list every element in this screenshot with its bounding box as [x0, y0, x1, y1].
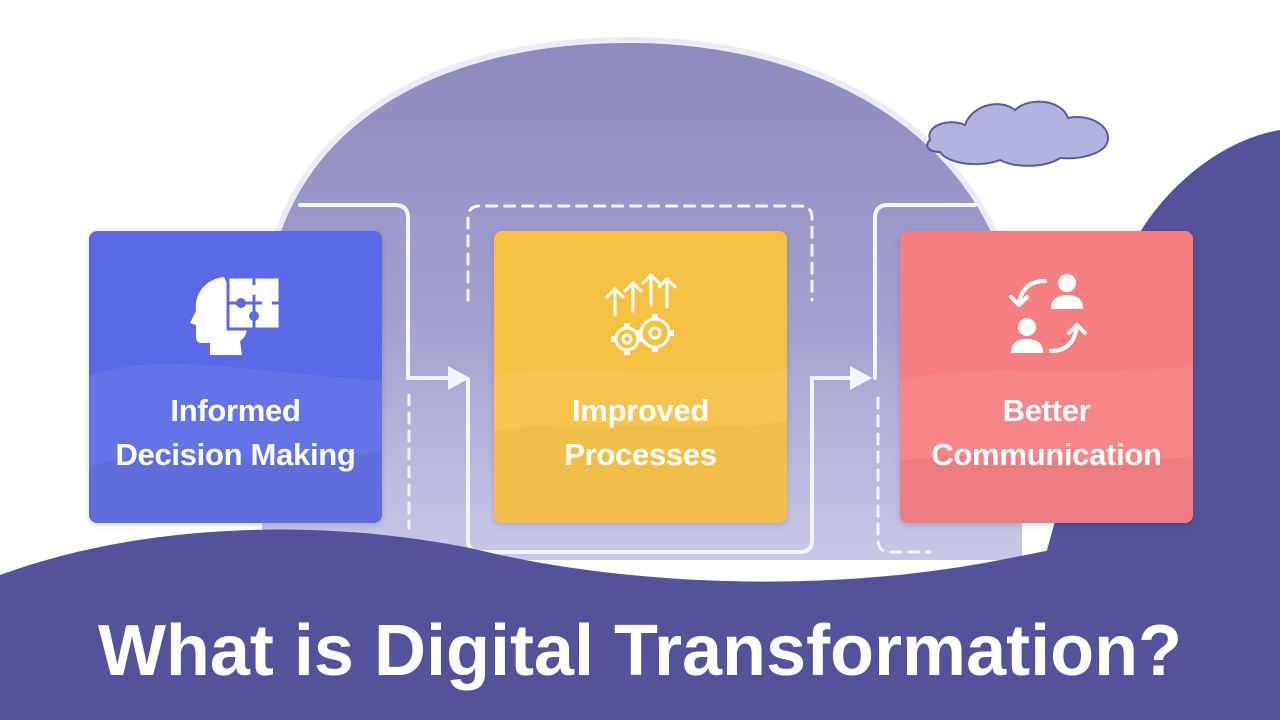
card-informed-decision-making: Informed Decision Making — [89, 231, 382, 523]
card-label-line-2: Decision Making — [115, 437, 356, 472]
card-label-line-2: Processes — [564, 437, 717, 472]
card-label-line-2: Communication — [931, 437, 1162, 472]
head-puzzle-icon — [189, 275, 281, 355]
dome-outline — [259, 36, 1025, 331]
ground-shape — [0, 510, 1280, 720]
card-better-communication: Better Communication — [900, 231, 1193, 523]
page-title: What is Digital Transformation? — [97, 611, 1183, 691]
card-wave — [900, 366, 1193, 523]
cloud-icon — [926, 100, 1110, 167]
card-label: Better Communication — [900, 389, 1193, 477]
card-label: Improved Processes — [494, 389, 787, 477]
card-label-line-1: Informed — [170, 393, 301, 428]
people-exchange-icon — [1008, 274, 1087, 353]
flow-connectors — [298, 203, 977, 554]
card-improved-processes: Improved Processes — [494, 231, 787, 523]
card-label-line-1: Improved — [571, 393, 710, 428]
card-wave — [89, 363, 382, 523]
card-label: Informed Decision Making — [89, 389, 382, 477]
card-label-line-1: Better — [1002, 393, 1091, 428]
gears-arrows-icon — [605, 273, 676, 355]
card-wave — [494, 370, 787, 523]
